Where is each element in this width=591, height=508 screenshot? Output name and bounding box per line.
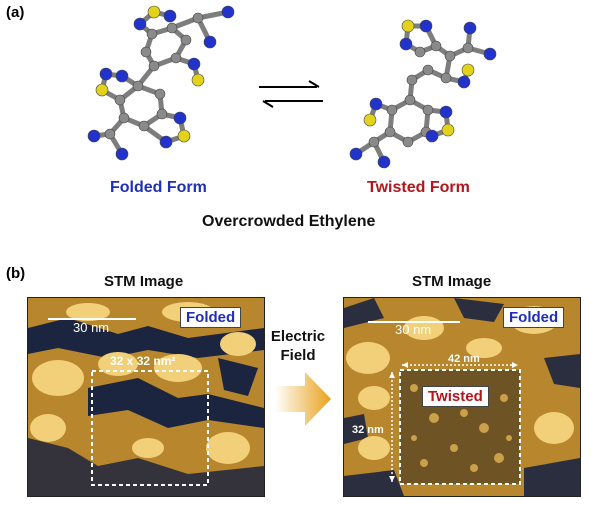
electric-field-label: Electric Field [268, 327, 328, 365]
folded-molecule [87, 5, 235, 161]
left-stm-title: STM Image [104, 273, 184, 290]
right-twisted-tag: Twisted [422, 386, 489, 407]
right-height-label: 32 nm [352, 424, 384, 436]
equilibrium-arrows [259, 80, 323, 108]
electric-field-line2: Field [280, 347, 316, 364]
left-folded-tag: Folded [180, 307, 242, 328]
folded-form-label: Folded Form [110, 179, 207, 196]
twisted-molecule [349, 19, 497, 169]
panel-a-label: (a) [6, 4, 25, 21]
overcrowded-ethylene-caption: Overcrowded Ethylene [202, 213, 376, 230]
left-box-size-label: 32 x 32 nm² [110, 354, 176, 368]
electric-field-line1: Electric [270, 328, 326, 345]
right-width-label: 42 nm [448, 353, 480, 365]
right-scale-bar-label: 30 nm [395, 322, 432, 337]
panel-b-label: (b) [6, 265, 26, 282]
electric-field-arrow [275, 372, 331, 426]
right-folded-tag: Folded [503, 307, 565, 328]
twisted-form-label: Twisted Form [367, 179, 470, 196]
left-scale-bar-label: 30 nm [73, 320, 110, 335]
right-stm-title: STM Image [412, 273, 492, 290]
left-stm-image [27, 297, 265, 497]
